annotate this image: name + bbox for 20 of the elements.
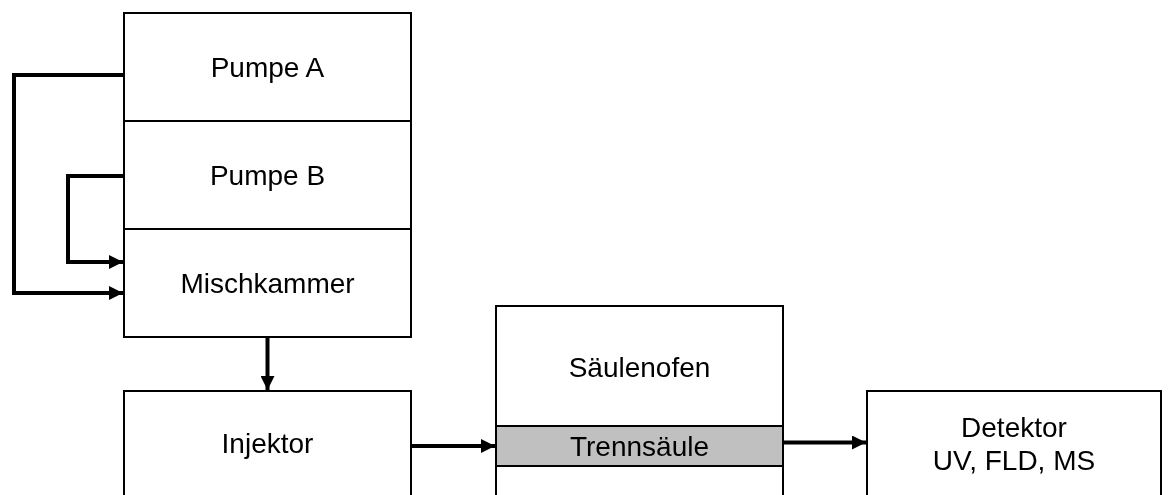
box-label: Säulenofen <box>568 351 711 384</box>
box-label: Injektor <box>221 427 314 460</box>
box-label: Mischkammer <box>180 266 355 300</box>
flow-arrow <box>66 174 123 269</box>
flow-arrow <box>12 73 123 300</box>
component-box <box>123 12 412 122</box>
component-box <box>495 305 784 495</box>
flow-arrow <box>784 435 866 450</box>
box-label: Detektor <box>961 410 1067 444</box>
flow-arrow <box>260 338 275 390</box>
box-label: Trennsäule <box>569 429 709 463</box>
flow-arrow <box>412 439 495 453</box>
box-label: UV, FLD, MS <box>932 443 1096 477</box>
component-box <box>123 390 412 495</box>
column-band <box>495 425 784 467</box>
component-box <box>866 390 1162 495</box>
box-label: Pumpe B <box>209 158 326 192</box>
component-box <box>123 228 412 338</box>
component-box <box>123 120 412 230</box>
box-label: Pumpe A <box>210 50 325 84</box>
